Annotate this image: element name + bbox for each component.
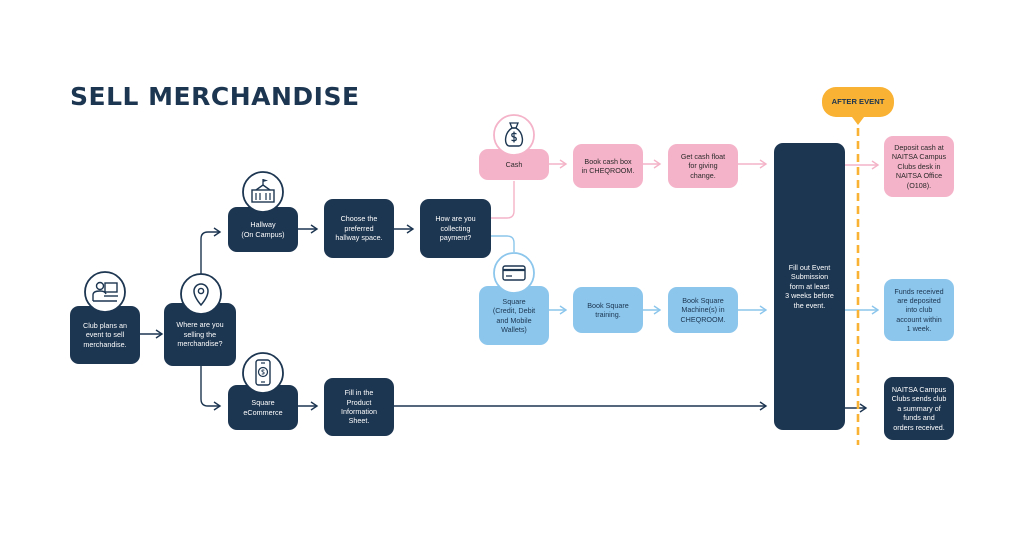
node-book-cash-box: Book cash box in CHEQROOM. bbox=[573, 144, 643, 188]
node-deposit-cash: Deposit cash at NAITSA Campus Clubs desk… bbox=[884, 136, 954, 197]
node-choose-hallway: Choose the preferred hallway space. bbox=[324, 199, 394, 258]
node-square-ecommerce: Square eCommerce bbox=[228, 385, 298, 430]
node-club-plans: Club plans an event to sell merchandise. bbox=[70, 306, 140, 364]
arrow-where-to-ecommerce bbox=[200, 366, 222, 411]
node-funds-received: Funds received are deposited into club a… bbox=[884, 279, 954, 341]
node-square: Square (Credit, Debit and Mobile Wallets… bbox=[479, 286, 549, 345]
credit-card-icon bbox=[493, 252, 535, 294]
node-hallway: Hallway (On Campus) bbox=[228, 207, 298, 252]
node-book-square-machine: Book Square Machine(s) in CHEQROOM. bbox=[668, 287, 738, 333]
node-get-cash-float: Get cash float for giving change. bbox=[668, 144, 738, 188]
person-at-computer-icon bbox=[84, 271, 126, 313]
arrow-where-to-hallway bbox=[200, 227, 222, 303]
page-title: SELL MERCHANDISE bbox=[70, 82, 360, 111]
school-building-icon bbox=[242, 171, 284, 213]
node-how-collecting: How are you collecting payment? bbox=[420, 199, 491, 258]
location-pin-icon bbox=[180, 273, 222, 315]
node-summary-sent: NAITSA Campus Clubs sends club a summary… bbox=[884, 377, 954, 440]
node-fill-event-form: Fill out Event Submission form at least … bbox=[774, 143, 845, 430]
after-event-pointer bbox=[852, 117, 864, 125]
arrow-how-to-cash bbox=[491, 181, 515, 219]
mobile-payment-icon bbox=[242, 352, 284, 394]
money-bag-icon bbox=[493, 114, 535, 156]
node-book-square-training: Book Square training. bbox=[573, 287, 643, 333]
arrow-how-to-square bbox=[491, 235, 515, 252]
node-fill-product-sheet: Fill in the Product Information Sheet. bbox=[324, 378, 394, 436]
after-event-label: AFTER EVENT bbox=[822, 87, 894, 117]
